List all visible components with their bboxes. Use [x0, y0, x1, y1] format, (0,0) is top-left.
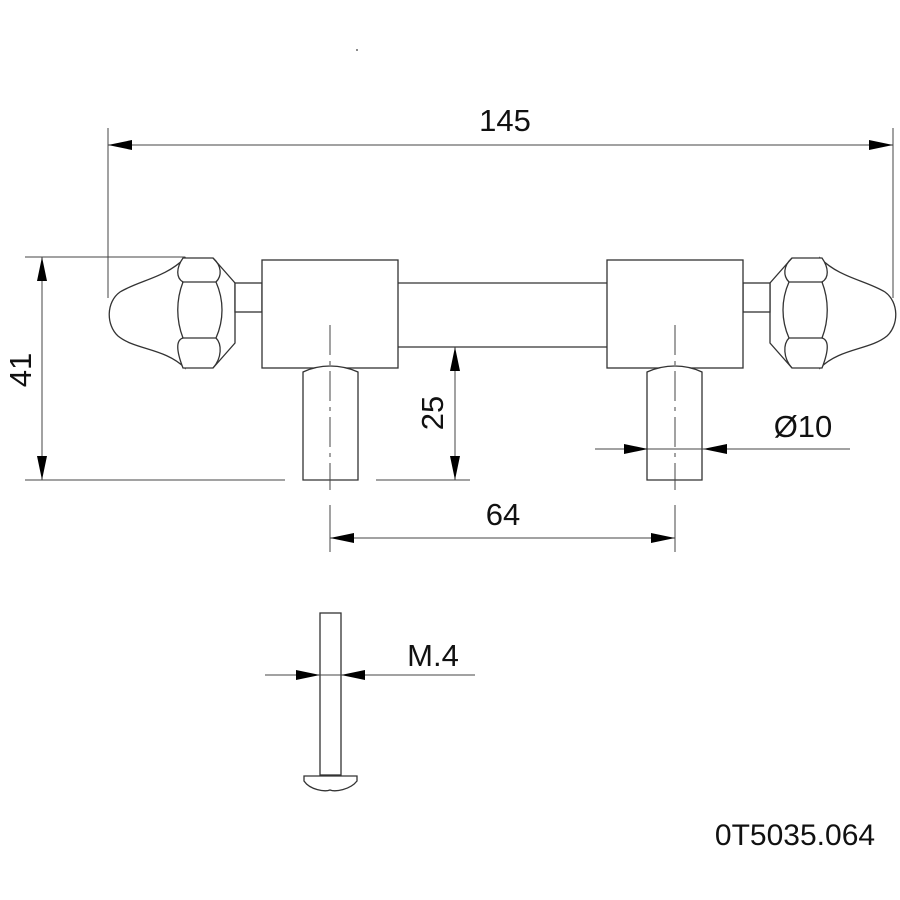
- handle-right-end: [606, 257, 897, 491]
- dimension-post-height: 25: [415, 347, 460, 480]
- dimension-label-64: 64: [486, 497, 520, 532]
- screw-head: [303, 775, 358, 792]
- finial-knob: [108, 256, 186, 370]
- dimension-overall-height: 41: [3, 256, 470, 481]
- dimension-label-thread: M.4: [407, 638, 459, 673]
- screw: M.4: [265, 612, 475, 792]
- dimension-label-diameter: Ø10: [774, 409, 833, 444]
- handle-bar: [398, 282, 607, 348]
- dimension-overall-length: 145: [107, 103, 894, 298]
- dimension-post-diameter: Ø10: [595, 409, 850, 454]
- dimension-label-41: 41: [3, 353, 38, 387]
- dimension-label-25: 25: [415, 396, 450, 430]
- dimension-label-145: 145: [479, 103, 531, 138]
- hex-nut: [177, 257, 236, 369]
- handle-left-end: [108, 256, 399, 490]
- part-number: 0T5035.064: [715, 819, 875, 852]
- dimension-hole-spacing: 64: [330, 497, 675, 543]
- stray-mark: [356, 49, 358, 51]
